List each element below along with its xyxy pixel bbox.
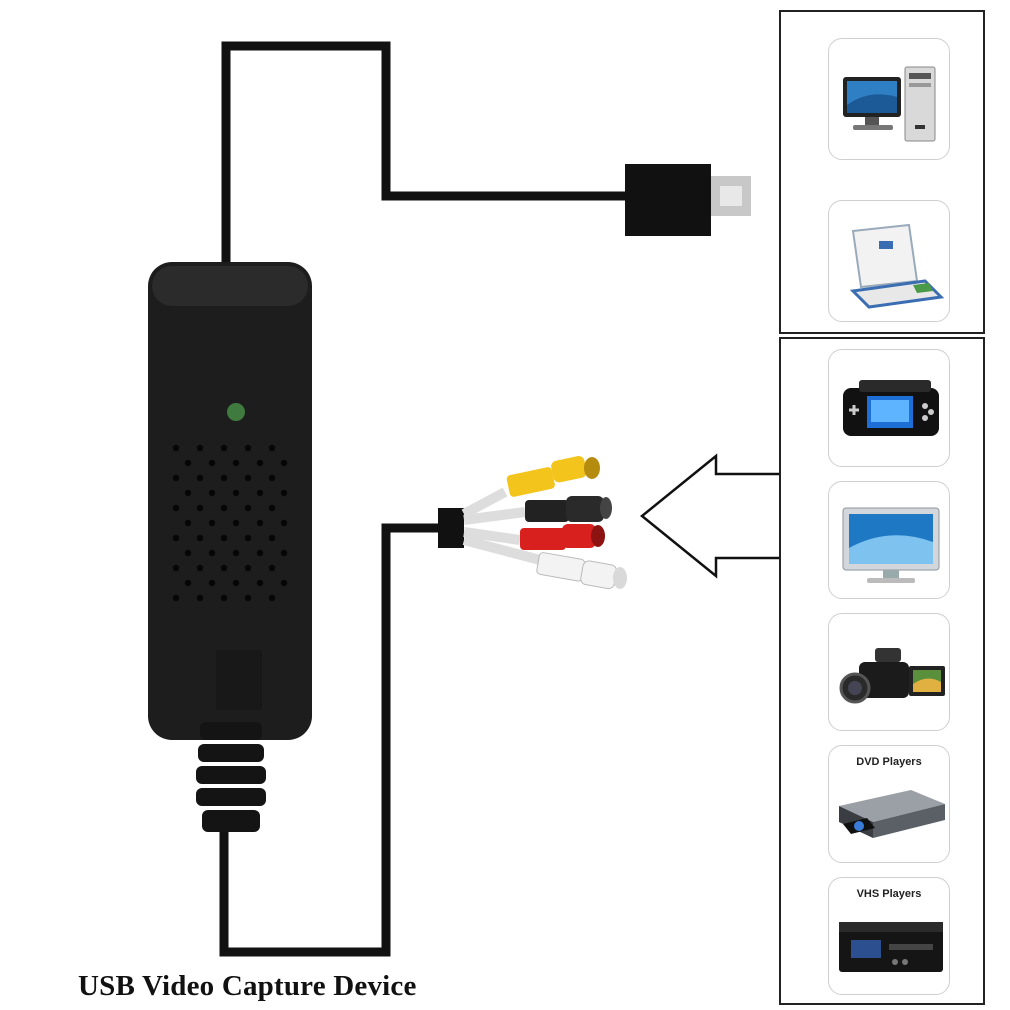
strain-relief (196, 722, 266, 832)
diagram-caption: USB Video Capture Device (78, 970, 417, 1002)
status-led-icon (227, 403, 245, 421)
vent-hole (244, 534, 252, 542)
vent-hole (256, 489, 264, 497)
source-devices-panel: DVD Players VHS Players (779, 337, 985, 1005)
vent-hole (172, 564, 180, 572)
vent-hole (268, 564, 276, 572)
vent-hole (232, 489, 240, 497)
vent-hole (196, 534, 204, 542)
vent-hole (208, 459, 216, 467)
vent-hole (268, 504, 276, 512)
vent-hole (244, 444, 252, 452)
vent-hole (280, 459, 288, 467)
rca-connectors (438, 456, 627, 590)
device-card: VHS Players (828, 877, 950, 995)
vent-hole (184, 519, 192, 527)
device-label: VHS Players (856, 888, 922, 900)
vent-hole (256, 549, 264, 557)
vent-hole (184, 579, 192, 587)
game-console-icon (843, 380, 939, 436)
vent-hole (184, 459, 192, 467)
vent-hole (196, 474, 204, 482)
vent-hole (256, 579, 264, 587)
vent-hole (256, 519, 264, 527)
vent-hole (232, 519, 240, 527)
device-card (828, 481, 950, 599)
device-label: DVD Players (856, 756, 922, 768)
vent-hole (220, 444, 228, 452)
vent-hole (220, 534, 228, 542)
vent-hole (220, 504, 228, 512)
vent-hole (208, 549, 216, 557)
vent-hole (172, 534, 180, 542)
dvd-player-icon (839, 790, 945, 838)
yellow-video-connector (461, 456, 600, 519)
vent-hole (268, 594, 276, 602)
vent-hole (268, 444, 276, 452)
vent-hole (268, 474, 276, 482)
computer-panel (779, 10, 985, 334)
vent-hole (232, 549, 240, 557)
tv-monitor-icon (842, 507, 940, 583)
vent-hole (172, 594, 180, 602)
vent-hole (196, 594, 204, 602)
vent-hole (196, 444, 204, 452)
vent-hole (184, 489, 192, 497)
vent-hole (208, 579, 216, 587)
vent-hole (256, 459, 264, 467)
vent-hole (280, 549, 288, 557)
vent-hole (244, 594, 252, 602)
vent-hole (280, 489, 288, 497)
device-card (828, 38, 950, 160)
device-card (828, 200, 950, 322)
vent-hole (244, 504, 252, 512)
vent-hole (268, 534, 276, 542)
vent-holes (172, 444, 288, 602)
vent-hole (220, 564, 228, 572)
vent-hole (232, 579, 240, 587)
vent-hole (208, 519, 216, 527)
capture-stick (148, 262, 312, 832)
vent-hole (220, 594, 228, 602)
device-card (828, 349, 950, 467)
vent-hole (244, 564, 252, 572)
vent-hole (196, 504, 204, 512)
usb-cable (221, 41, 628, 262)
laptop-icon (849, 223, 945, 309)
vent-hole (172, 444, 180, 452)
vent-hole (244, 474, 252, 482)
vent-hole (172, 474, 180, 482)
vent-hole (220, 474, 228, 482)
desktop-computer-icon (843, 66, 936, 142)
s-video-connector (463, 496, 612, 525)
camcorder-icon (839, 648, 945, 704)
vent-hole (232, 459, 240, 467)
vent-hole (280, 519, 288, 527)
vent-hole (184, 549, 192, 557)
av-cable (219, 523, 446, 957)
device-card: DVD Players (828, 745, 950, 863)
vent-hole (208, 489, 216, 497)
white-audio-connector (462, 535, 627, 590)
vent-hole (196, 564, 204, 572)
usb-plug-icon (625, 164, 751, 236)
input-arrow (640, 453, 782, 579)
vent-hole (280, 579, 288, 587)
red-audio-connector (463, 524, 605, 550)
vent-hole (172, 504, 180, 512)
vhs-player-icon (839, 922, 943, 972)
device-card (828, 613, 950, 731)
